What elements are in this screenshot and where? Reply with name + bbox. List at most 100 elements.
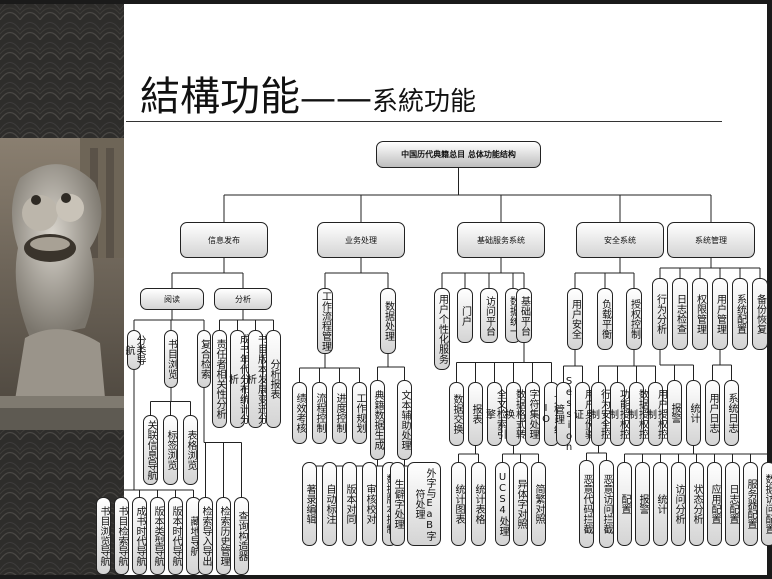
base-bottom-2: UCS4处理 — [495, 462, 510, 546]
admin-child-3-label: 系统日志 — [726, 393, 737, 433]
admin-child-0-label: 报警 — [669, 403, 680, 423]
sec-auth-child-0-label: 行为安全控制 — [587, 389, 610, 439]
base-bottom-4: 简繁对照 — [531, 462, 546, 546]
read-bottom-4: 版本时代导航 — [168, 497, 183, 575]
base-bottom-2-label: UCS4处理 — [497, 472, 508, 536]
sec-bottom-1-label: 恶意访问拦截 — [601, 474, 612, 534]
admin-bottom-7-label: 服务器配置 — [745, 479, 756, 529]
read-bottom-0-label: 书目浏览导航 — [98, 506, 109, 566]
sec-balance: 负载平衡 — [597, 288, 613, 350]
admin-node-0-label: 行为分析 — [654, 294, 666, 334]
sec-balance-label: 负载平衡 — [599, 299, 611, 339]
platform-child-4: 字符集处理 — [525, 382, 540, 446]
search-child-0: 检索导入导出 — [198, 497, 213, 575]
read-nav-label: 分类导航 — [123, 335, 145, 365]
workflow-child-0-label: 绩效考核 — [294, 393, 305, 433]
analysis-child-1-label: 成书年代分布统计分析 — [226, 334, 249, 424]
slide-title: 結構功能——系統功能 — [140, 64, 476, 122]
admin-bottom-4-label: 状态分析 — [691, 484, 702, 524]
workflow-child-3-label: 工作规划 — [354, 393, 365, 433]
module-3-label: 安全系统 — [604, 235, 636, 245]
read-browse-label: 书目浏览 — [165, 339, 177, 379]
search-child-2: 查询构造器 — [234, 497, 249, 575]
admin-child-1: 统计 — [686, 380, 701, 446]
platform-child-0-label: 数据交换 — [451, 394, 462, 434]
data-bottom-2-label: 版本对同 — [344, 484, 355, 524]
data-gen-label: 典籍数据生成 — [372, 390, 383, 450]
admin-bottom-8-label: 数据访问配置 — [763, 474, 772, 534]
text-bottom-0: 生僻字处理 — [390, 462, 405, 546]
sec-user-label: 用户安全 — [569, 299, 581, 339]
platform-child-2-label: 全文检索引擎 — [483, 389, 506, 439]
sec-auth-child-1-label: 功能授权控制 — [606, 389, 629, 439]
read-bottom-4-label: 版本时代导航 — [170, 506, 181, 566]
base-data-label: 数据统一 — [507, 295, 519, 336]
admin-bottom-5-label: 应用配置 — [709, 484, 720, 524]
sec-auth-child-2-label: 数据授权控制 — [625, 389, 648, 439]
search-child-1: 检索历史管理 — [216, 497, 231, 575]
analysis-child-2-label: 书目版本发展变迁分析 — [244, 334, 267, 424]
data-bottom-4-label: 数据版本控制 — [384, 474, 395, 534]
admin-node-2: 权限管理 — [692, 278, 708, 350]
frame-bottom-border — [0, 575, 772, 579]
base-access-label: 访问平台 — [483, 295, 495, 336]
base-portal-label: 门户 — [459, 305, 471, 326]
module-4: 系统管理 — [667, 222, 755, 258]
analysis-child-0: 责任者相关性分析 — [212, 330, 227, 428]
admin-bottom-5: 应用配置 — [707, 462, 722, 546]
base-bottom-3-label: 异体字对照 — [515, 479, 526, 529]
browse-child-1-label: 标签浏览 — [165, 430, 176, 470]
base-platform-label: 基础平台 — [518, 295, 530, 336]
platform-child-3-label: 数据格式转换 — [502, 389, 525, 439]
admin-node-3-label: 用户管理 — [714, 294, 726, 334]
admin-node-5: 备份恢复 — [752, 278, 768, 350]
read-bottom-1-label: 书目检索导航 — [116, 506, 127, 566]
admin-node-2-label: 权限管理 — [694, 294, 706, 334]
search-child-0-label: 检索导入导出 — [200, 506, 211, 566]
sec-auth: 授权控制 — [626, 288, 642, 350]
admin-node-1-label: 日志检查 — [674, 294, 686, 334]
admin-bottom-3-label: 访问分析 — [673, 484, 684, 524]
text-bottom-1: 外字与EaB字符处理 — [407, 462, 441, 546]
read-bottom-3: 版本类型导航 — [150, 497, 165, 575]
data-bottom-0-label: 著录编辑 — [304, 484, 315, 524]
frame-top-border — [0, 0, 772, 4]
read-browse: 书目浏览 — [164, 330, 178, 388]
module-0: 信息发布 — [180, 222, 268, 258]
search-child-1-label: 检索历史管理 — [218, 506, 229, 566]
sec-auth-child-2: 数据授权控制 — [626, 382, 648, 446]
read-bottom-5-label: 藏地导航 — [188, 516, 199, 556]
sec-auth-child-1: 功能授权控制 — [607, 382, 629, 446]
sec-user: 用户安全 — [567, 288, 583, 350]
group-analysis: 分析 — [214, 288, 272, 310]
read-search-label: 复合检索 — [198, 339, 210, 379]
sec-bottom-0-label: 恶意代码拦截 — [581, 474, 592, 534]
sec-bottom-0: 恶意代码拦截 — [579, 460, 594, 548]
platform-child-1-label: 报表 — [470, 404, 481, 424]
data-text: 文本辅助处理 — [397, 380, 412, 460]
base-personal-label: 用户个性化服务 — [436, 294, 448, 364]
admin-child-1-label: 统计 — [688, 403, 699, 423]
base-bottom-0: 统计图表 — [451, 462, 466, 546]
admin-child-2: 用户日志 — [705, 380, 720, 446]
sec-user-0-label: Session管理 — [552, 375, 575, 453]
group-read-label: 阅读 — [164, 294, 180, 304]
read-search: 复合检索 — [197, 330, 211, 388]
base-bottom-0-label: 统计图表 — [453, 484, 464, 524]
admin-bottom-1-label: 报警 — [637, 494, 648, 514]
platform-child-4-label: 字符集处理 — [527, 389, 538, 439]
sec-auth-child-3-label: 用户授权控制 — [644, 389, 667, 439]
base-access: 访问平台 — [480, 288, 498, 343]
biz-workflow-label: 工作流程管理 — [319, 291, 331, 351]
admin-bottom-0-label: 配置 — [619, 494, 630, 514]
admin-bottom-7: 服务器配置 — [743, 462, 758, 546]
analysis-child-3-label: 分析报表 — [268, 359, 279, 399]
text-bottom-0-label: 生僻字处理 — [392, 479, 403, 529]
base-bottom-4-label: 简繁对照 — [533, 484, 544, 524]
sec-user-0: Session管理 — [553, 376, 575, 453]
base-bottom-1-label: 统计表格 — [473, 484, 484, 524]
workflow-child-3: 工作规划 — [352, 382, 367, 444]
admin-bottom-6-label: 日志配置 — [727, 484, 738, 524]
frame-right-border — [767, 0, 772, 579]
admin-child-0: 报警 — [667, 380, 682, 446]
